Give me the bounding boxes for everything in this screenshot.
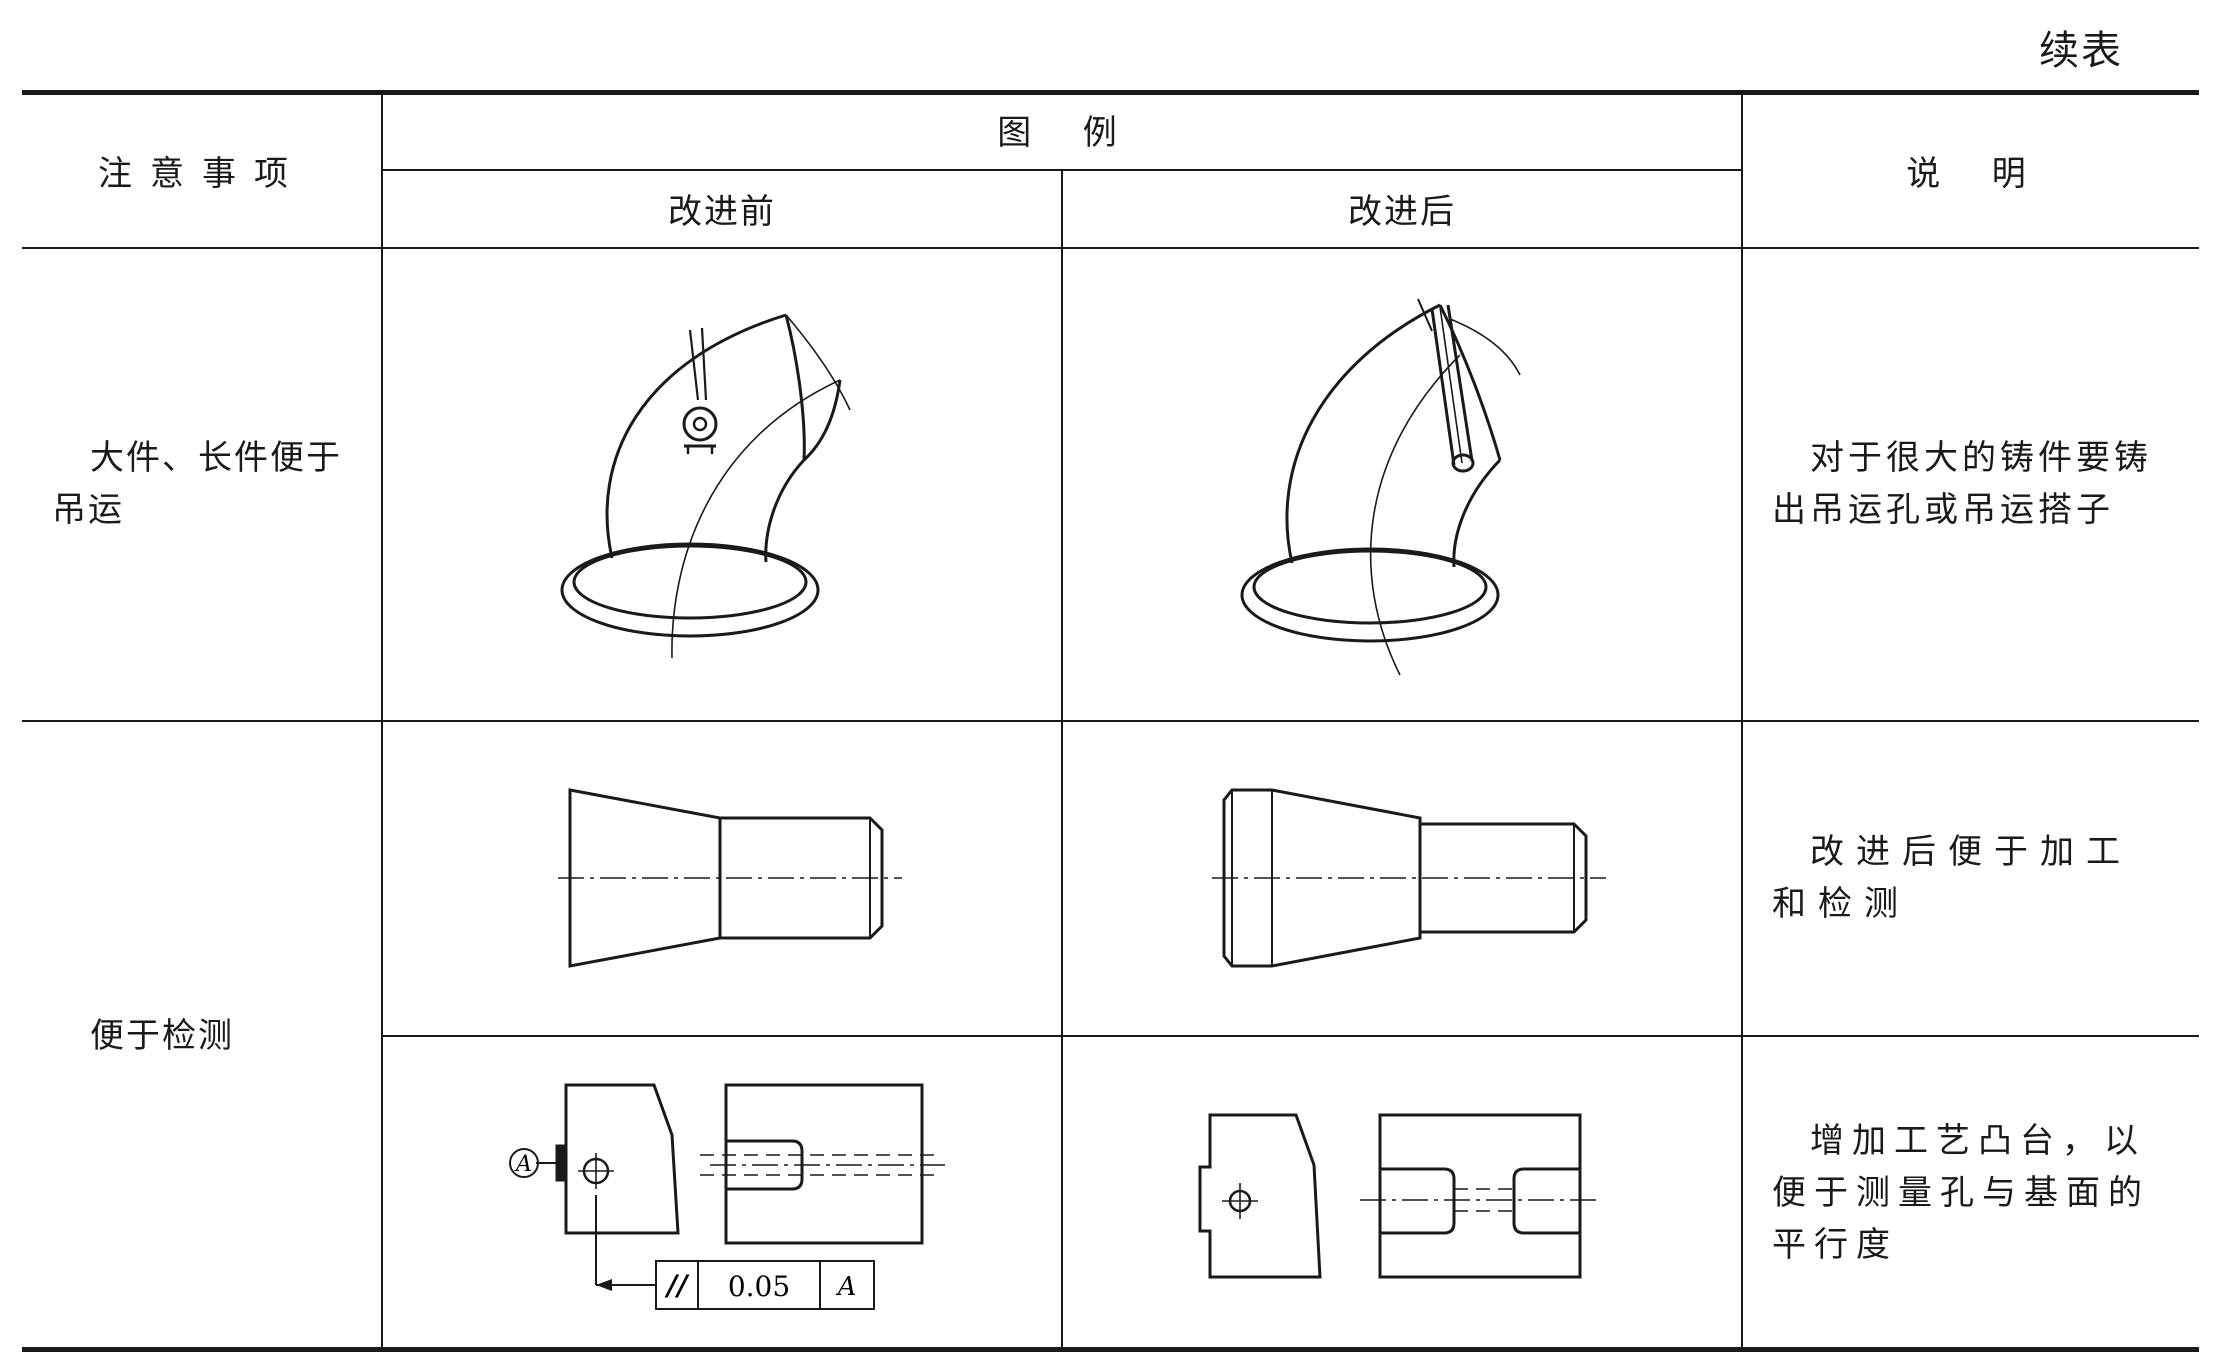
datum-circle-label: A [514,1152,532,1177]
row2-mid-rule [382,1035,2199,1037]
col-divider-3 [1741,93,1743,1349]
table-top-rule [22,90,2199,95]
figure-shaft-before [558,788,902,968]
tolerance-datum: A [836,1272,857,1302]
row1-bottom-rule [22,720,2199,722]
row2-item: 便于检测 [90,1016,234,1056]
tolerance-symbol: // [664,1269,690,1302]
figure-block-after [1198,1113,1598,1279]
figure-shaft-after [1212,788,1606,968]
header-bottom-rule [22,247,2199,249]
row3-note: 增加工艺凸台，以便于测量孔与基面的平行度 [1772,1121,2150,1265]
header-note: 说 明 [1906,154,2036,194]
figure-elbow-before [560,313,851,659]
header-item: 注意事项 [98,154,306,194]
row2-note: 改进后便于加工和检测 [1772,832,2132,924]
figure-block-before: A // 0.05 A [509,1083,945,1310]
header-after: 改进后 [1348,192,1456,232]
row1-note: 对于很大的铸件要铸出吊运孔或吊运搭子 [1772,438,2152,530]
header-before: 改进前 [668,192,776,232]
row1-item: 大件、长件便于吊运 [52,438,342,530]
continued-label: 续表 [2039,28,2123,74]
col-divider-2 [1061,169,1063,1349]
header-examples: 图 例 [997,113,1127,153]
table-bottom-rule [22,1347,2199,1352]
tolerance-value: 0.05 [728,1270,790,1303]
col-divider-1 [381,93,383,1349]
figure-elbow-after [1240,298,1521,676]
